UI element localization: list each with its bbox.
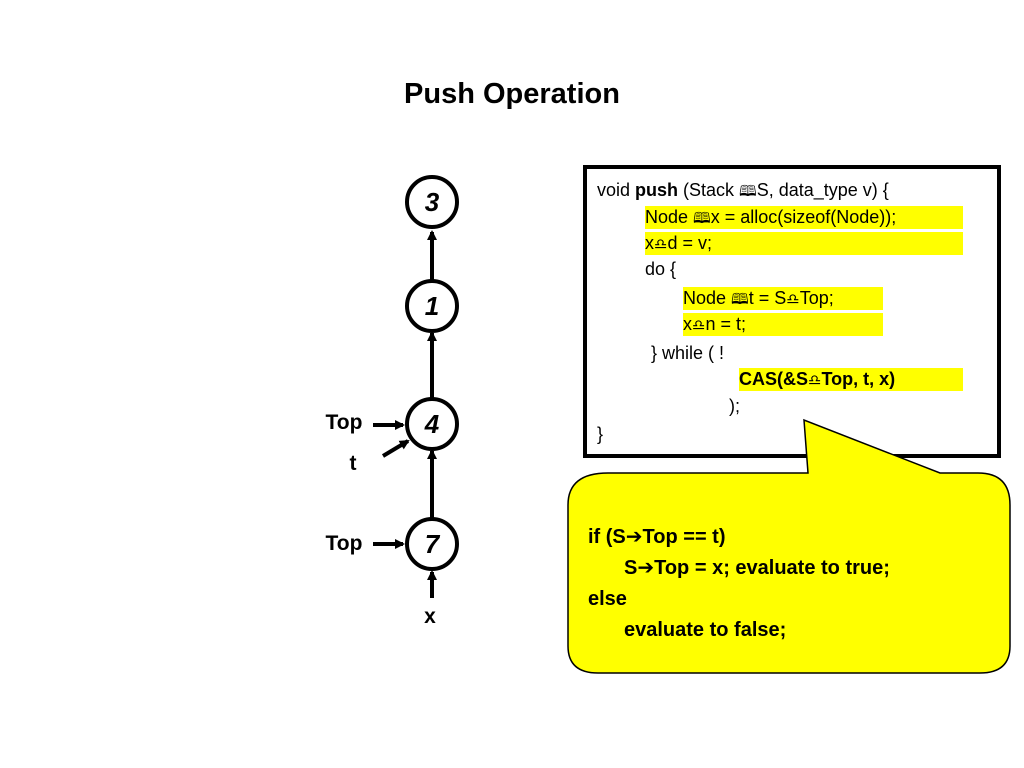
- top-old-label: Top: [326, 411, 363, 434]
- arrow-icon: ♎: [692, 316, 706, 334]
- code-text: void: [597, 180, 636, 200]
- node-label: 7: [425, 529, 441, 559]
- x-label: x: [424, 605, 436, 628]
- code-text: x: [645, 233, 654, 253]
- code-line-9: );: [729, 395, 740, 417]
- callout-text: if (S➔Top == t) S➔Top = x; evaluate to t…: [588, 522, 890, 646]
- code-box: void push (Stack 🕮S, data_type v) { Node…: [583, 165, 1001, 458]
- book-icon: 🕮: [739, 182, 757, 200]
- push-keyword: push: [635, 180, 679, 200]
- arrow-icon: ♎: [786, 290, 800, 308]
- book-icon: 🕮: [693, 209, 711, 227]
- node-4: 4: [405, 397, 459, 451]
- code-line-2: Node 🕮x = alloc(sizeof(Node));: [645, 206, 963, 229]
- code-text: t = S: [748, 288, 787, 308]
- node-label: 1: [425, 291, 439, 321]
- code-text: CAS(&S: [739, 369, 809, 389]
- t-label: t: [350, 452, 357, 475]
- node-label: 3: [425, 187, 440, 217]
- code-text: x: [683, 314, 692, 334]
- code-text: x = alloc(sizeof(Node));: [710, 207, 897, 227]
- arrow-icon: ♎: [808, 371, 822, 389]
- code-line-4: do {: [645, 258, 676, 280]
- node-label: 4: [424, 409, 440, 439]
- code-text: n = t;: [705, 314, 746, 334]
- code-line-5: Node 🕮t = S♎Top;: [683, 287, 883, 310]
- code-text: (Stack: [678, 180, 740, 200]
- callout-line-3: else: [588, 588, 627, 610]
- callout-line-4: evaluate to false;: [624, 619, 787, 641]
- code-line-3: x♎d = v;: [645, 232, 963, 255]
- code-text: Node: [645, 207, 694, 227]
- book-icon: 🕮: [731, 290, 749, 308]
- callout-line-2: S➔Top = x; evaluate to true;: [624, 557, 890, 579]
- top-new-label: Top: [326, 532, 363, 555]
- t-arrow: [381, 439, 410, 458]
- right-arrow-icon: ➔: [625, 526, 643, 548]
- code-text: Node: [683, 288, 732, 308]
- code-line-6: x♎n = t;: [683, 313, 883, 336]
- code-text: Top, t, x): [821, 369, 896, 389]
- node-7: 7: [405, 517, 459, 571]
- code-line-10: }: [597, 423, 603, 445]
- arrow-icon: ♎: [654, 235, 668, 253]
- code-text: d = v;: [667, 233, 712, 253]
- code-line-7: } while ( !: [651, 342, 724, 364]
- code-text: S, data_type v) {: [756, 180, 889, 200]
- node-3: 3: [405, 175, 459, 229]
- callout-line-1: if (S➔Top == t): [588, 526, 726, 548]
- code-text: do {: [645, 259, 677, 279]
- page-title: Push Operation: [404, 78, 620, 110]
- code-text: );: [729, 396, 740, 416]
- code-line-1: void push (Stack 🕮S, data_type v) {: [597, 179, 889, 202]
- code-text: } while ( !: [651, 343, 725, 363]
- node-1: 1: [405, 279, 459, 333]
- code-text: Top;: [799, 288, 834, 308]
- code-text: }: [597, 424, 604, 444]
- code-line-8-cas: CAS(&S♎Top, t, x): [739, 368, 963, 391]
- right-arrow-icon: ➔: [637, 557, 655, 579]
